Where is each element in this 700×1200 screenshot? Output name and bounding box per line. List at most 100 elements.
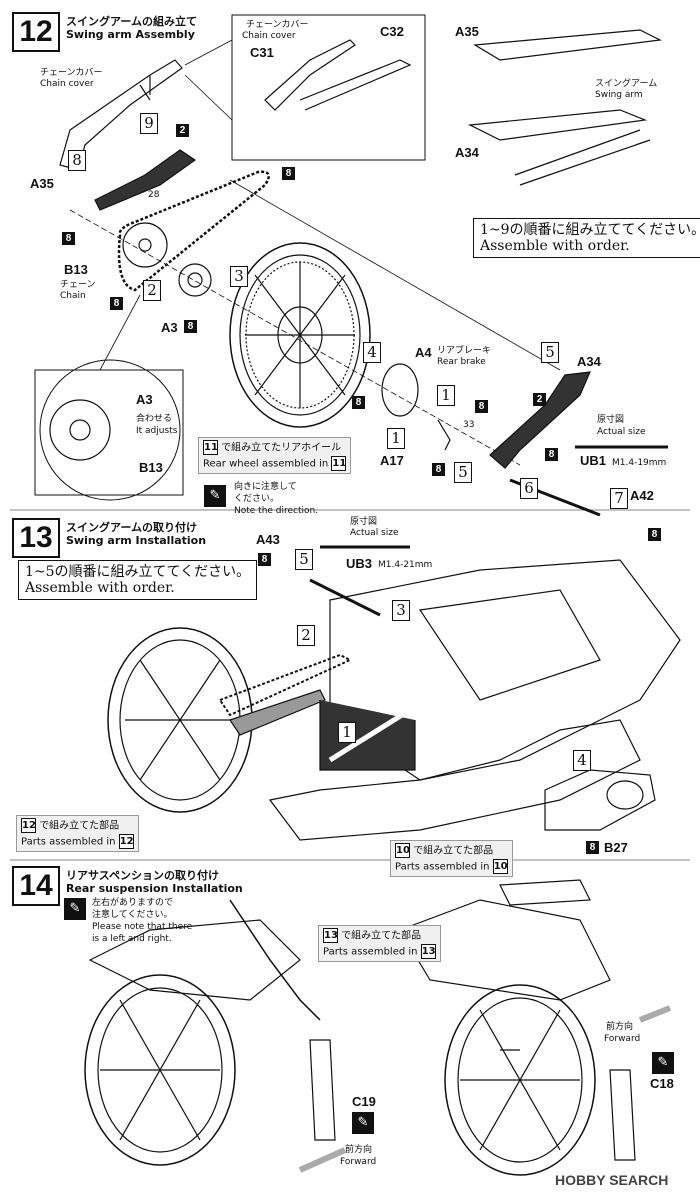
order-7: 7 [610, 488, 628, 509]
part-8-step13: 8 [258, 553, 271, 566]
label-a43: A43 [256, 532, 280, 547]
part-8-h: 8 [432, 463, 445, 476]
order-2: 2 [143, 280, 161, 301]
direction-en: Note the direction. [234, 506, 319, 516]
order-1-b: 1 [387, 428, 405, 449]
shock-c18 [609, 1069, 636, 1161]
order-5-b: 5 [454, 462, 472, 483]
order-8: 8 [68, 150, 86, 171]
detail-label-a3: A3 [136, 392, 153, 407]
rear-wheel-step-num-2: 11 [331, 455, 347, 471]
rear-wheel-assembled-box: 11 で組み立てたリアホイール Rear wheel assembled in … [198, 437, 352, 474]
rear-wheel [229, 242, 371, 428]
label-c32: C32 [380, 24, 404, 39]
order-9: 9 [140, 113, 158, 134]
watermark: HOBBY SEARCH [555, 1172, 669, 1188]
direction-jp-2: ください。 [234, 494, 280, 504]
assembled-10-jp: で組み立てた部品 [413, 845, 494, 857]
order-3: 3 [230, 266, 248, 287]
label-b13: B13 [64, 262, 88, 277]
forward-right-en: Forward [604, 1034, 641, 1044]
forward-left-en: Forward [340, 1157, 377, 1167]
order-4: 4 [363, 342, 381, 363]
part-8-b27: 8 [586, 841, 599, 854]
inset-chain-cover-jp: チェーンカバー [246, 20, 309, 30]
shock-c19 [309, 1039, 336, 1141]
swing-arm-diagram-bottom [467, 109, 648, 141]
detail-adjust-jp: 合わせる [136, 414, 173, 424]
part-8-e: 8 [352, 396, 365, 409]
diagram-label-a34: A34 [455, 145, 479, 160]
order-1-a: 1 [437, 385, 455, 406]
chain-jp: チェーン [60, 280, 96, 290]
label-a17: A17 [380, 453, 404, 468]
wheel-left-14 [84, 974, 236, 1166]
rear-brake-jp: リアブレーキ [437, 346, 492, 356]
order-note-jp: 1~9の順番に組み立ててください。 [480, 222, 700, 238]
ub3-size: M1.4-21mm [378, 560, 433, 570]
step-13-title-en: Swing arm Installation [66, 534, 207, 547]
part-8-b: 8 [62, 232, 75, 245]
order-note-13-en: Assemble with order. [25, 580, 175, 596]
chain-loop [117, 170, 270, 292]
chain-cover-jp: チェーンカバー [40, 68, 103, 78]
rear-brake-en: Rear brake [437, 357, 486, 367]
ub3-actual-en: Actual size [350, 528, 399, 538]
assembled-12-en: Parts assembled in [21, 836, 116, 847]
order-13-2: 2 [297, 625, 315, 646]
step-13-title-jp: スイングアームの取り付け [66, 521, 198, 534]
rear-wheel-jp: で組み立てたリアホイール [221, 442, 342, 454]
label-a34: A34 [577, 354, 601, 369]
assembled-10-box: 10 で組み立てた部品 Parts assembled in 10 [390, 840, 513, 877]
chain-count: 28 [148, 190, 160, 200]
part-8-c: 8 [110, 297, 123, 310]
assembled-10-num: 10 [395, 843, 410, 858]
step-14-title-en: Rear suspension Installation [66, 882, 243, 895]
order-13-1: 1 [338, 722, 356, 743]
label-ub1: UB1 [580, 453, 607, 468]
label-c31: C31 [250, 45, 274, 60]
chain-cover-en: Chain cover [40, 79, 94, 89]
part-2-b: 2 [533, 393, 546, 406]
note-icon-14: ✎ [64, 898, 86, 920]
label-c18: C18 [650, 1076, 674, 1091]
order-13-5: 5 [295, 549, 313, 570]
order-13-4: 4 [573, 750, 591, 771]
ub1-actual-en: Actual size [597, 427, 646, 437]
inset-chain-cover-en: Chain cover [242, 31, 296, 41]
assembled-13-en: Parts assembled in [323, 946, 418, 957]
assembled-12-box: 12 で組み立てた部品 Parts assembled in 12 [16, 815, 139, 852]
assembled-12-num: 12 [21, 818, 36, 833]
part-8-f: 8 [475, 400, 488, 413]
lower-frame [268, 719, 641, 841]
swing-arm-diagram-top [473, 29, 663, 61]
detail-adjust-en: It adjusts [136, 426, 178, 436]
step14-note-en2: is a left and right. [92, 934, 172, 944]
order-note-en: Assemble with order. [480, 238, 630, 254]
part-8-a: 8 [282, 167, 295, 180]
part-2-a: 2 [176, 124, 189, 137]
ub1-actual-jp: 原寸図 [597, 415, 625, 425]
step-12-title-en: Swing arm Assembly [66, 28, 195, 41]
label-a35: A35 [30, 176, 54, 191]
sprocket [122, 222, 168, 268]
swing-arm-black [94, 149, 197, 211]
label-a4: A4 [415, 345, 432, 360]
step-12-order-note: 1~9の順番に組み立ててください。 Assemble with order. [473, 218, 700, 258]
assembled-13-jp: で組み立てた部品 [341, 930, 422, 942]
part-8-d: 8 [184, 320, 197, 333]
attention-icon: ✎ [204, 485, 226, 507]
label-ub3: UB3 [346, 556, 373, 571]
assembled-12-num-2: 12 [118, 833, 134, 849]
forward-left-jp: 前方向 [345, 1145, 373, 1155]
direction-jp-1: 向きに注意して [234, 482, 297, 492]
step14-note-jp2: 注意してください。 [92, 910, 173, 920]
label-c19: C19 [352, 1094, 376, 1109]
label-a3: A3 [161, 320, 178, 335]
detail-circle-frame [39, 359, 181, 501]
assembled-12-jp: で組み立てた部品 [39, 820, 120, 832]
forward-right-jp: 前方向 [606, 1022, 634, 1032]
c19-note-icon: ✎ [352, 1112, 374, 1134]
part-8-i: 8 [648, 528, 661, 541]
